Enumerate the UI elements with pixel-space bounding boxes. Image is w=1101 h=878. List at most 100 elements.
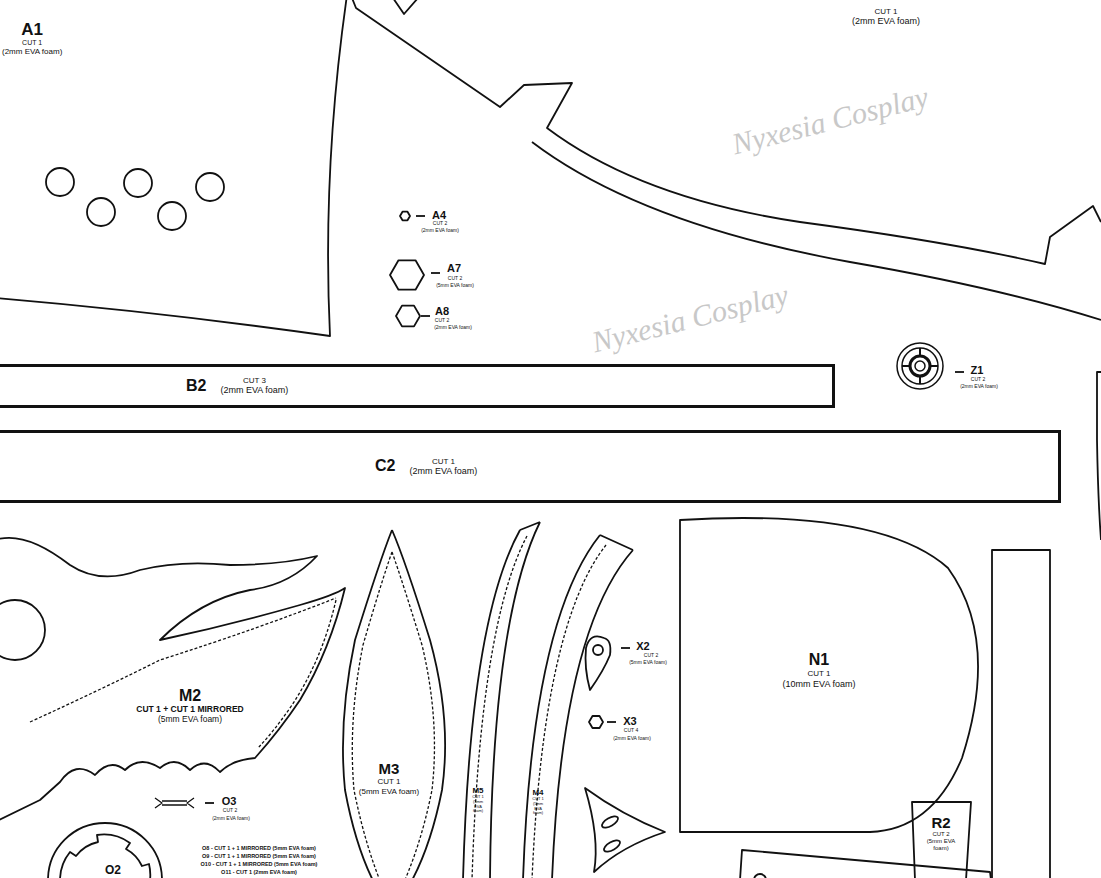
cut-count: CUT 4 — [624, 728, 638, 734]
pattern-piece: R2CUT 2(5mm EVA foam) — [919, 814, 963, 852]
hexagon-piece — [589, 716, 603, 728]
material-note: (5mm EVA foam) — [471, 800, 485, 814]
material-note: (5mm EVA foam) — [436, 283, 474, 289]
hexagon-piece — [390, 260, 424, 289]
leader-dash — [416, 215, 425, 217]
part-code: X3 — [623, 715, 636, 727]
leader-dash — [955, 371, 964, 373]
hole — [600, 814, 620, 830]
leader-dash — [607, 721, 616, 723]
cut-count: CUT 1 — [359, 777, 419, 786]
piece-outline — [740, 850, 991, 878]
part-code: A7 — [447, 262, 461, 274]
part-code: M4 — [531, 788, 545, 797]
cutting-note: O11 - CUT 1 (2mm EVA foam) — [221, 869, 297, 875]
part-code: Z1 — [971, 364, 984, 376]
part-code: O2 — [105, 864, 121, 878]
cut-count: CUT 2 — [435, 318, 449, 324]
piece-outline — [523, 535, 633, 878]
material-note: (2mm EVA foam) — [212, 816, 250, 822]
pattern-piece: M3CUT 1(5mm EVA foam) — [359, 760, 419, 796]
part-code: C2 — [375, 457, 395, 475]
cutting-note: O8 - CUT 1 + 1 MIRRORED (5mm EVA foam) — [202, 845, 316, 851]
piece-outline — [343, 530, 445, 878]
part-code: X2 — [636, 640, 649, 652]
ring-piece — [902, 348, 938, 384]
piece-outline — [0, 538, 345, 822]
seam-line — [352, 552, 434, 878]
cut-count: CUT 1 — [409, 457, 477, 466]
hole — [196, 173, 224, 201]
pattern-piece: CUT 1(2mm EVA foam) — [852, 7, 920, 27]
cutting-note: O10 - CUT 1 + 1 MIRRORED (5mm EVA foam) — [201, 861, 318, 867]
part-code: O3 — [222, 795, 237, 807]
material-note: (5mm EVA foam) — [136, 715, 243, 725]
part-code: A8 — [435, 305, 449, 317]
ring-notch — [902, 348, 938, 384]
ring-piece — [915, 361, 925, 371]
seam-line — [472, 536, 527, 878]
material-note: (5mm EVA foam) — [629, 660, 667, 666]
part-code: B2 — [186, 377, 206, 395]
small-piece — [155, 798, 194, 808]
part-code: M2 — [136, 687, 243, 705]
cut-count: CUT 1 — [2, 39, 62, 47]
leader-dash — [421, 315, 430, 317]
ring-piece — [60, 835, 150, 878]
piece-outline — [463, 522, 540, 878]
piece-outline — [585, 788, 665, 872]
material-note: (2mm EVA foam) — [220, 385, 288, 395]
leader-dash — [205, 802, 214, 804]
part-code: M3 — [359, 760, 419, 777]
cut-count: CUT 2 — [644, 653, 658, 659]
ring-piece — [910, 356, 930, 376]
material-note: (5mm EVA foam) — [919, 838, 963, 852]
seam-line — [30, 598, 336, 722]
part-code: A1 — [2, 20, 62, 40]
hole — [46, 168, 74, 196]
hole — [602, 838, 622, 854]
material-note: (2mm EVA foam) — [960, 384, 998, 390]
material-note: (5mm EVA foam) — [359, 787, 419, 796]
material-note: (2mm EVA foam) — [613, 736, 651, 742]
leader-dash — [431, 272, 440, 274]
hole — [754, 874, 766, 878]
material-note: (10mm EVA foam) — [783, 679, 856, 689]
hole — [124, 169, 152, 197]
pattern-piece: A1CUT 1(2mm EVA foam) — [2, 20, 62, 57]
pattern-piece: M5CUT 1(5mm EVA foam) — [471, 786, 485, 814]
hole — [158, 202, 186, 230]
material-note: (2mm EVA foam) — [852, 16, 920, 26]
pattern-piece: O2 — [105, 864, 121, 878]
leader-dash — [621, 647, 630, 649]
pattern-piece: N1CUT 1(10mm EVA foam) — [783, 651, 856, 689]
pattern-piece: M4CUT 1(5mm EVA foam) — [531, 788, 545, 816]
piece-outline — [532, 142, 1101, 320]
cut-count: CUT 1 — [852, 7, 920, 16]
pattern-piece: C2CUT 1(2mm EVA foam) — [0, 430, 1061, 503]
hexagon-piece — [396, 306, 420, 327]
cut-count: CUT 2 — [433, 221, 447, 227]
material-note: (2mm EVA foam) — [2, 47, 62, 56]
piece-outline — [0, 0, 347, 336]
cut-count: CUT 2 — [919, 831, 963, 838]
cut-count: CUT 2 — [448, 276, 462, 282]
hole — [87, 198, 115, 226]
ring-piece — [48, 823, 162, 878]
pattern-piece: B2CUT 3(2mm EVA foam) — [0, 364, 835, 408]
piece-outline — [352, 0, 1101, 264]
ring-piece — [897, 343, 943, 389]
cut-count: CUT 1 — [783, 669, 856, 678]
hole — [0, 600, 45, 660]
part-code: R2 — [919, 814, 963, 831]
material-note: (2mm EVA foam) — [421, 228, 459, 234]
piece-outline — [393, 0, 418, 14]
pattern-piece: M2CUT 1 + CUT 1 MIRRORED(5mm EVA foam) — [136, 687, 243, 725]
cut-count: CUT 1 + CUT 1 MIRRORED — [136, 705, 243, 715]
piece-outline — [680, 518, 978, 832]
material-note: (5mm EVA foam) — [531, 802, 545, 816]
material-note: (2mm EVA foam) — [434, 325, 472, 331]
hexagon-piece — [400, 212, 410, 221]
